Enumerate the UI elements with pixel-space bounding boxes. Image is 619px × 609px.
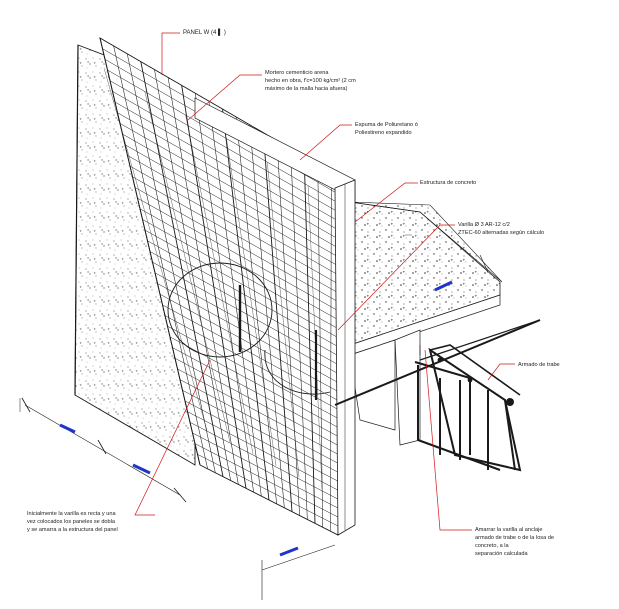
leader-lines <box>134 32 515 531</box>
label-armado: Armado de trabe <box>518 362 560 368</box>
label-espuma-1: Espuma de Poliuretano ó <box>355 122 418 128</box>
label-mortero-2: hecho en obra, f'c=100 kg/cm² (2 cm <box>265 78 356 84</box>
label-amarrar-4: separación calculada <box>475 551 528 557</box>
label-panel: PANEL W (4 ▌ ) <box>183 28 226 36</box>
label-varilla-2: ZTEC-60 alternadas según cálculo <box>458 230 544 236</box>
label-amarrar-2: armado de trabe o de la losa de <box>475 535 554 541</box>
label-espuma-2: Poliestireno expandido <box>355 130 412 136</box>
dimension-lines <box>19 280 453 600</box>
beam-reinforcement <box>314 319 541 472</box>
callout-labels: PANEL W (4 ▌ ) Mortero cementicio arena … <box>27 28 560 557</box>
label-amarrar-1: Amarrar la varilla al anclaje <box>475 527 542 533</box>
label-varilla-1: Varilla Ø 3 AR-12 c/2 <box>458 222 510 228</box>
label-amarrar-3: concreto, a la <box>475 543 509 549</box>
concrete-slab <box>349 201 503 446</box>
label-inicial-1: Inicialmente la varilla es recta y una <box>27 511 116 517</box>
label-inicial-2: vez colocados los paneles se dobla <box>27 519 116 525</box>
label-inicial-3: y se amarra a la estructura del panel <box>27 527 118 533</box>
label-mortero-3: máximo de la malla hacia afuera) <box>265 86 348 92</box>
detail-circles <box>167 262 331 395</box>
label-mortero-1: Mortero cementicio arena <box>265 70 329 76</box>
label-estructura: Estructura de concreto <box>420 180 476 186</box>
foam-core-edge <box>194 97 356 536</box>
